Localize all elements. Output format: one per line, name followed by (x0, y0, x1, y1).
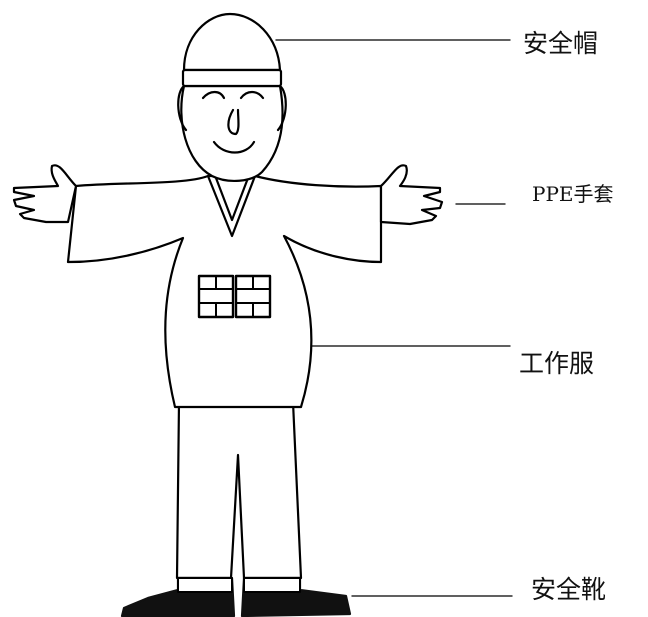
safety-boot-icon (120, 576, 352, 617)
label-safety-helmet: 安全帽 (523, 29, 599, 58)
head (177, 84, 287, 182)
trousers (175, 400, 303, 580)
work-uniform-icon (66, 174, 383, 409)
leader-lines (275, 39, 513, 597)
label-safety-boots: 安全靴 (531, 575, 607, 604)
label-ppe-gloves: PPE手套 (532, 182, 614, 206)
safety-helmet-icon (181, 12, 283, 88)
label-work-uniform: 工作服 (519, 349, 595, 378)
glove-icon (12, 164, 444, 226)
